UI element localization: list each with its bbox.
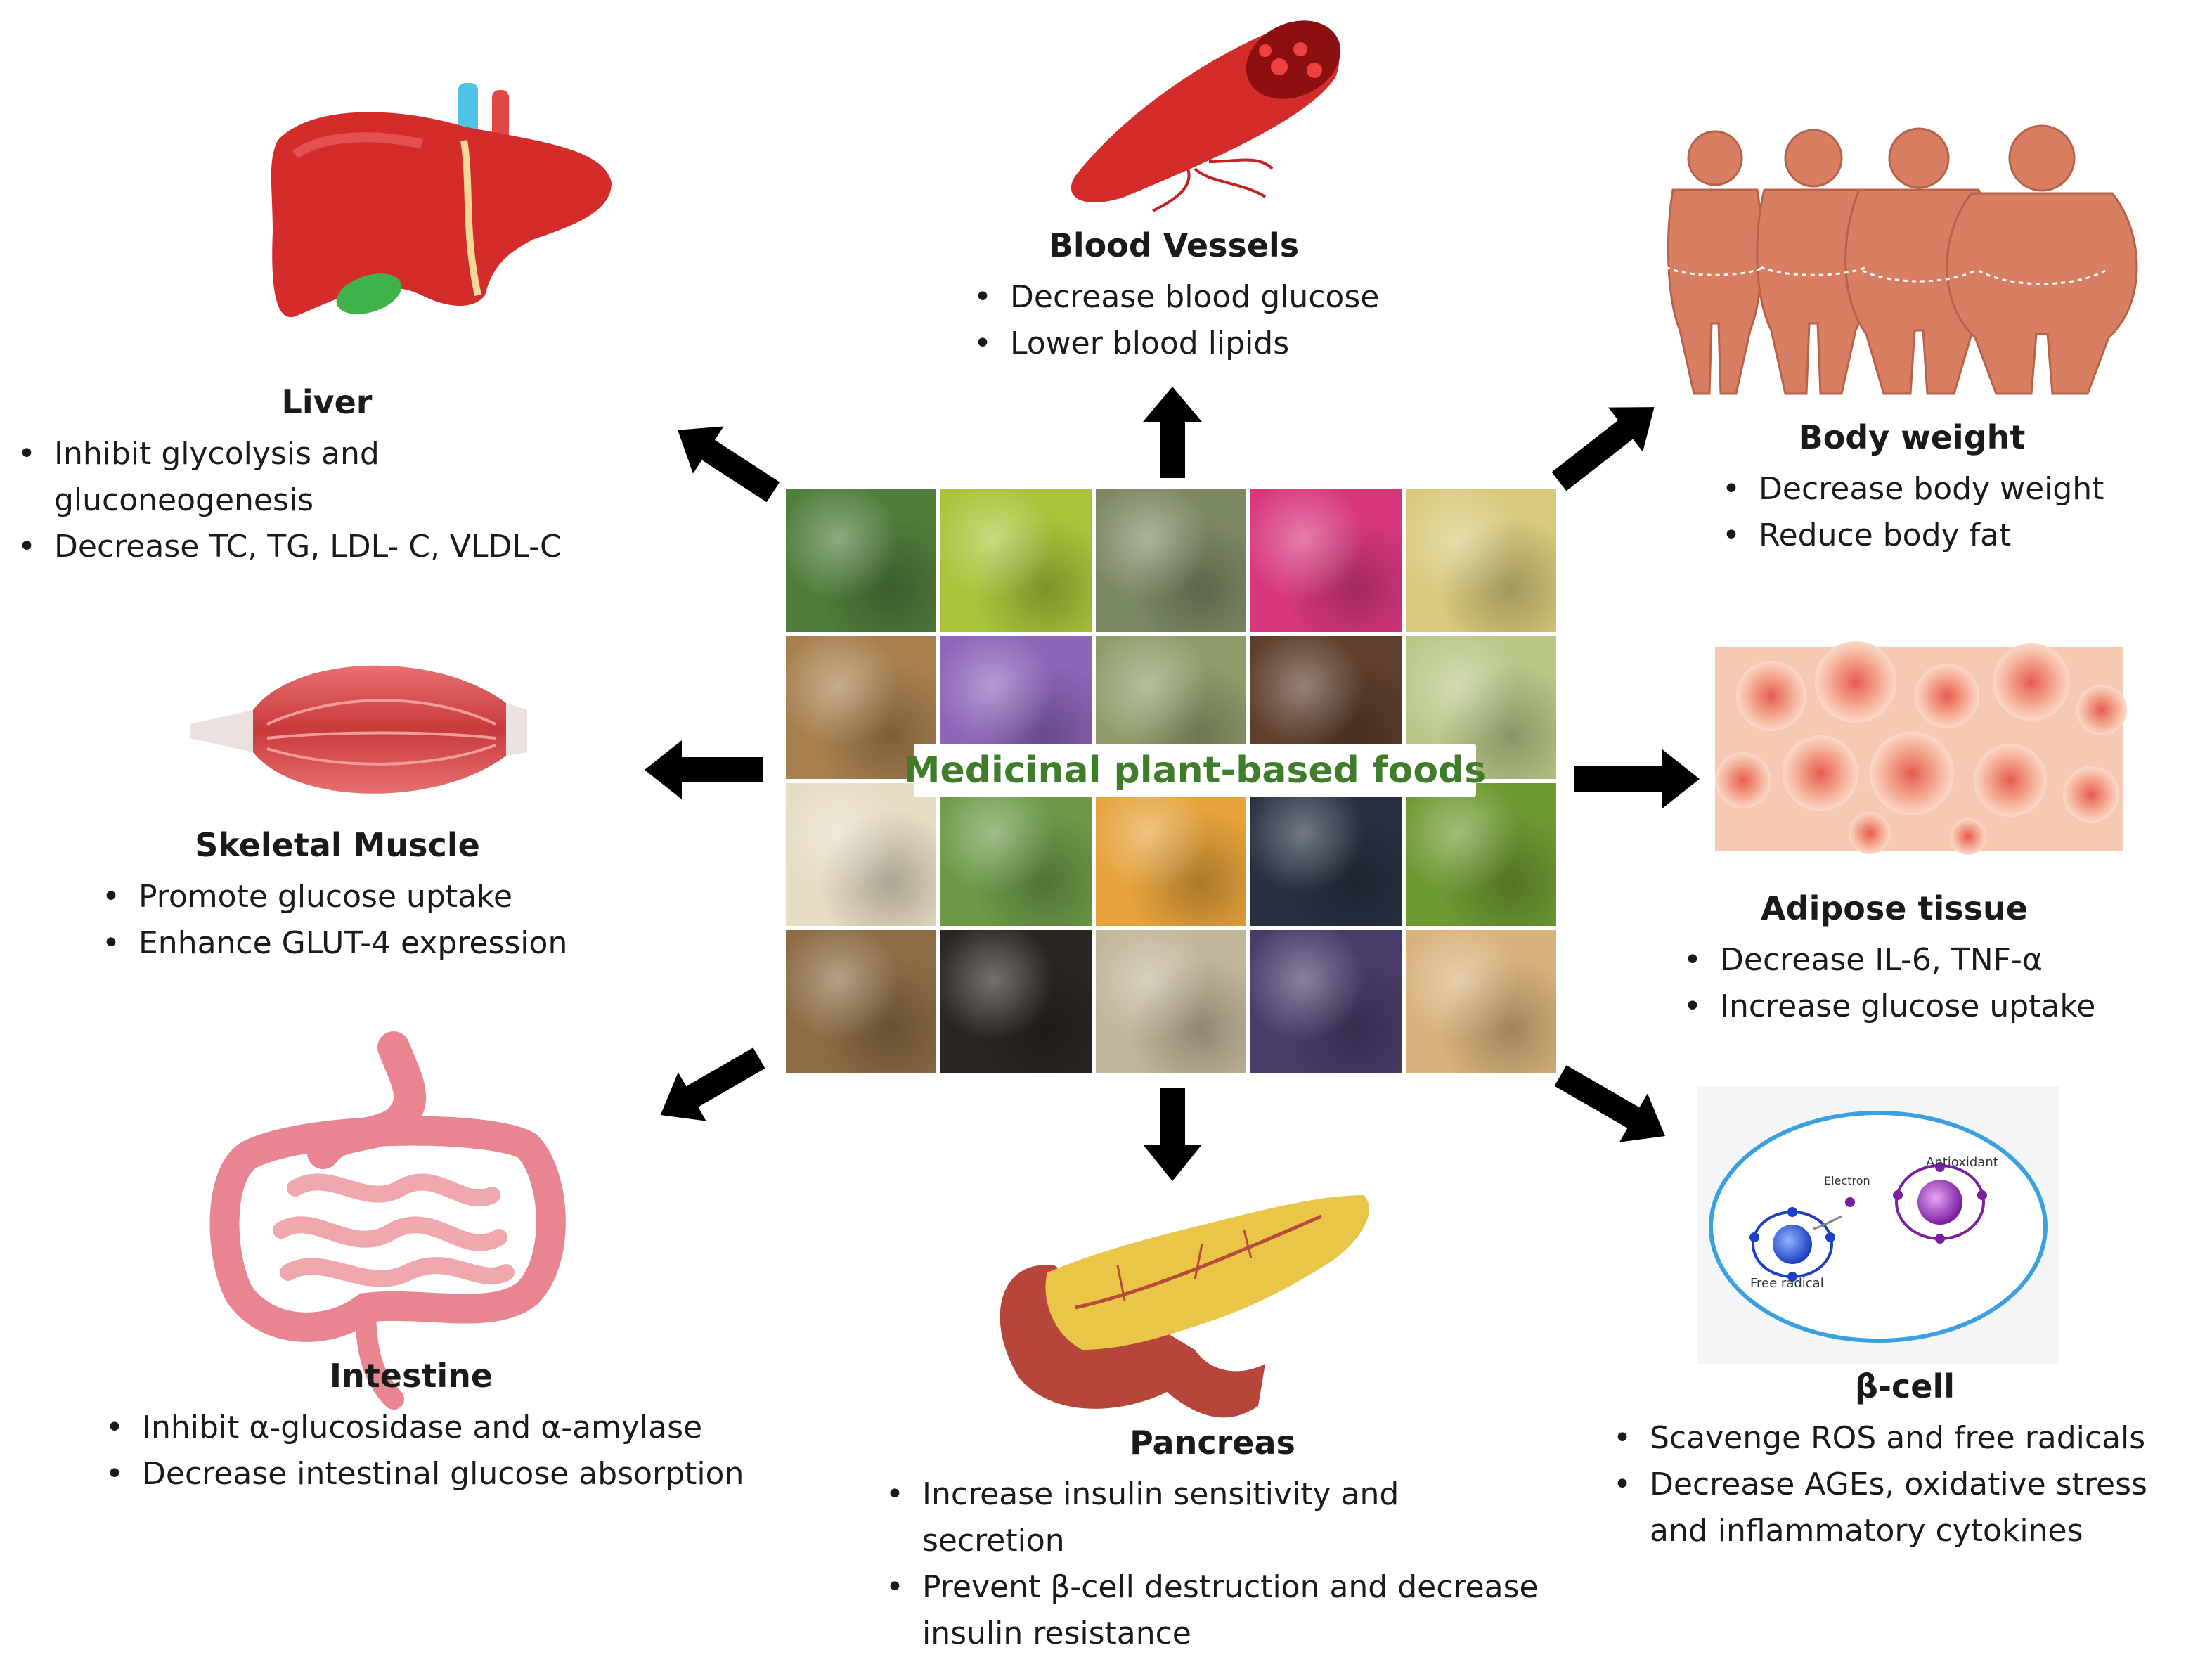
arrow-to-blood-vessels <box>1143 387 1202 478</box>
food-photo-tile <box>1405 783 1556 926</box>
center-caption: Medicinal plant-based foods <box>904 744 1486 797</box>
pancreas-title: Pancreas <box>1130 1424 1295 1462</box>
body-weight-bullet: Reduce body fat <box>1715 512 2137 559</box>
skeletal-muscle-block: Skeletal Muscle Promote glucose uptake E… <box>95 826 601 967</box>
liver-bullet: Decrease TC, TG, LDL- C, VLDL-C <box>11 524 643 570</box>
food-photo-tile <box>1095 930 1247 1073</box>
blood-vessel-icon <box>1071 20 1341 212</box>
beta-cell-block: β-cell Scavenge ROS and free radicals De… <box>1606 1367 2204 1554</box>
arrow-to-body-weight <box>1551 407 1655 491</box>
arrow-to-adipose-tissue <box>1574 749 1700 808</box>
liver-bullets: Inhibit glycolysis and gluconeogenesis D… <box>11 431 643 570</box>
adipose-tissue-icon <box>1715 641 2127 855</box>
beta-cell-bullets: Scavenge ROS and free radicals Decrease … <box>1606 1415 2204 1554</box>
arrow-to-beta-cell <box>1554 1065 1665 1142</box>
skeletal-muscle-bullet: Enhance GLUT-4 expression <box>95 920 601 967</box>
pancreas-bullets: Increase insulin sensitivity and secreti… <box>879 1471 1546 1657</box>
intestine-title: Intestine <box>329 1357 493 1395</box>
adipose-tissue-block: Adipose tissue Decrease IL-6, TNF-α Incr… <box>1676 889 2154 1030</box>
skeletal-muscle-icon <box>190 665 527 794</box>
intestine-bullet: Decrease intestinal glucose absorption <box>98 1451 773 1497</box>
food-photo-tile <box>786 783 937 926</box>
skeletal-muscle-bullets: Promote glucose uptake Enhance GLUT-4 ex… <box>95 874 601 967</box>
food-photo-tile <box>1095 783 1247 926</box>
liver-icon <box>271 83 612 318</box>
food-photo-tile <box>940 930 1092 1073</box>
intestine-bullet: Inhibit α-glucosidase and α-amylase <box>98 1405 773 1451</box>
pancreas-bullet: Prevent β-cell destruction and decrease … <box>879 1564 1541 1657</box>
liver-title: Liver <box>281 383 373 421</box>
body-weight-title: Body weight <box>1798 418 2026 456</box>
food-photo-tile <box>1405 489 1556 632</box>
skeletal-muscle-title: Skeletal Muscle <box>195 826 480 864</box>
food-photo-tile <box>1405 636 1556 779</box>
blood-vessels-bullet: Decrease blood glucose <box>966 274 1402 321</box>
pancreas-icon <box>1000 1195 1369 1418</box>
arrow-to-skeletal-muscle <box>645 740 763 799</box>
body-weight-block: Body weight Decrease body weight Reduce … <box>1715 418 2137 559</box>
skeletal-muscle-bullet: Promote glucose uptake <box>95 874 601 920</box>
liver-bullet: Inhibit glycolysis and gluconeogenesis <box>11 431 643 524</box>
food-photo-tile <box>786 636 937 779</box>
adipose-tissue-bullet: Decrease IL-6, TNF-α <box>1676 937 2154 984</box>
intestine-bullets: Inhibit α-glucosidase and α-amylase Decr… <box>98 1405 773 1497</box>
intestine-icon <box>209 1031 566 1410</box>
adipose-tissue-bullet: Increase glucose uptake <box>1676 984 2154 1030</box>
food-photo-tile <box>786 489 937 632</box>
beta-cell-bullet: Decrease AGEs, oxidative stress and infl… <box>1606 1462 2212 1554</box>
food-photo-tile <box>1250 783 1402 926</box>
food-photo-tile <box>1250 489 1402 632</box>
blood-vessels-bullets: Decrease blood glucose Lower blood lipid… <box>966 274 1402 367</box>
food-photo-tile <box>1405 930 1556 1073</box>
electron-label: Electron <box>1824 1174 1870 1187</box>
body-silhouettes-icon <box>1665 124 2138 395</box>
food-photo-tile <box>940 489 1092 632</box>
arrow-to-liver <box>678 426 780 503</box>
beta-cell-title: β-cell <box>1854 1367 1955 1405</box>
pancreas-bullet: Increase insulin sensitivity and secreti… <box>879 1471 1546 1564</box>
blood-vessels-bullet: Lower blood lipids <box>966 321 1402 367</box>
antioxidant-label: Antioxidant <box>1926 1155 1998 1170</box>
food-photo-tile <box>940 783 1092 926</box>
food-photo-tile <box>786 930 937 1073</box>
food-photo-tile <box>1250 930 1402 1073</box>
arrow-to-pancreas <box>1143 1088 1202 1181</box>
adipose-tissue-title: Adipose tissue <box>1761 889 2028 927</box>
blood-vessels-title: Blood Vessels <box>1048 226 1300 264</box>
beta-cell-bullet: Scavenge ROS and free radicals <box>1606 1415 2204 1462</box>
body-weight-bullet: Decrease body weight <box>1715 466 2137 512</box>
blood-vessels-block: Blood Vessels Decrease blood glucose Low… <box>966 226 1402 367</box>
adipose-tissue-bullets: Decrease IL-6, TNF-α Increase glucose up… <box>1676 937 2154 1030</box>
intestine-block: Intestine Inhibit α-glucosidase and α-am… <box>98 1357 773 1497</box>
food-photo-tile <box>1095 489 1247 632</box>
arrow-to-intestine <box>660 1047 765 1121</box>
free-radical-label: Free radical <box>1750 1276 1824 1291</box>
liver-block: Liver Inhibit glycolysis and gluconeogen… <box>11 383 643 570</box>
body-weight-bullets: Decrease body weight Reduce body fat <box>1715 466 2137 559</box>
pancreas-block: Pancreas Increase insulin sensitivity an… <box>879 1424 1546 1657</box>
beta-cell-icon <box>1697 1086 2059 1364</box>
